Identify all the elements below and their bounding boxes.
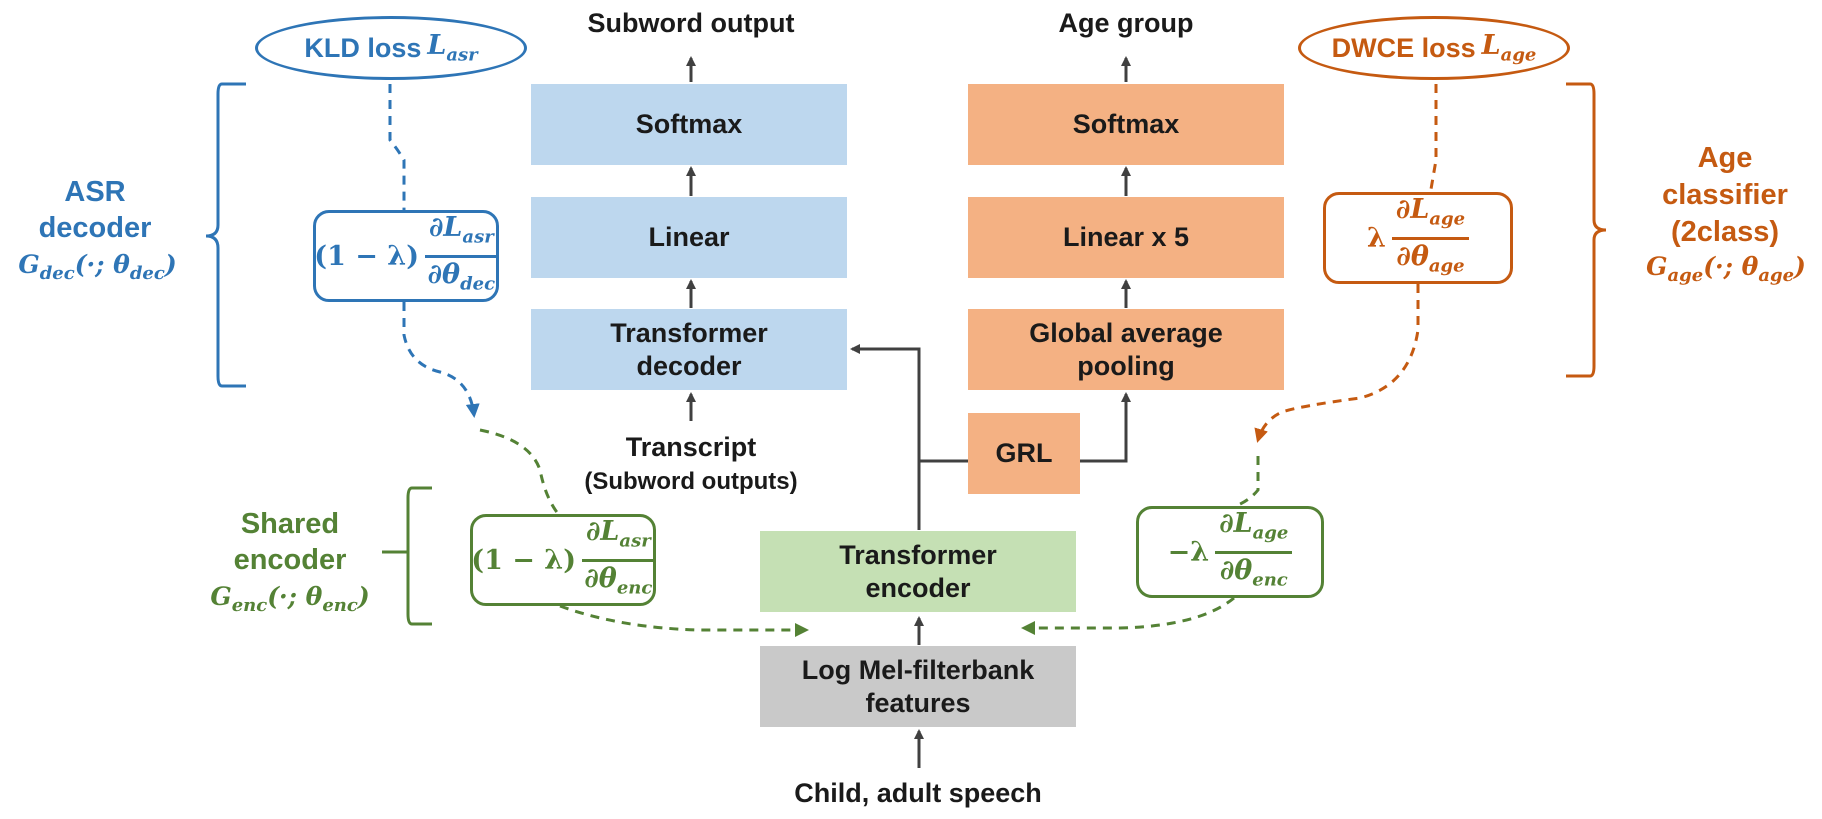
asr-decoder-title-line2: decoder (38, 212, 152, 244)
enc-asr-grad-num: ∂L (586, 516, 620, 548)
enc-grad-path-left-bottom (559, 604, 809, 637)
asr-softmax-box: Softmax (531, 84, 847, 165)
kld-loss-sub: asr (446, 44, 478, 66)
asr-decoder-bracket (205, 82, 246, 388)
age-func-G-sub: age (1667, 265, 1704, 286)
shared-encoder-title: Shared encoder (210, 506, 370, 578)
age-grad-den-sub: age (1428, 254, 1465, 276)
encoder-asr-gradient: (1 − λ) ∂Lasr ∂θenc (470, 514, 656, 606)
enc-asr-grad-den-sub: enc (616, 576, 653, 598)
age-classifier-title-line2: classifier (1662, 179, 1788, 211)
age-grad-num: ∂L (1395, 194, 1430, 226)
asr-decoder-title-line1: ASR (64, 176, 126, 208)
enc-age-grad-den: ∂θ (1219, 554, 1253, 586)
asr-func-args-sub: dec (129, 263, 165, 284)
kld-loss-symbol: L (427, 30, 447, 62)
shared-encoder-title-line2: encoder (233, 544, 347, 576)
age-func-args-sub: age (1758, 265, 1795, 286)
age-classifier-gradient: λ ∂Lage ∂θage (1323, 192, 1513, 284)
age-func-G: G (1646, 252, 1668, 281)
asr-output-label: Subword output (587, 8, 795, 38)
asr-func-close: ) (164, 250, 177, 279)
decoder-line2: decoder (636, 350, 742, 381)
age-grad-prefix: λ (1366, 222, 1386, 254)
arrow-grl-to-pool (1080, 392, 1131, 463)
asr-decoder-title: ASR decoder (20, 174, 170, 246)
kld-loss-text: KLD loss (304, 32, 422, 63)
asr-gradient-path-bottom (402, 302, 480, 418)
arrow-encoder-to-decoder (850, 344, 921, 530)
asr-decoder-function: Gdec(·; θdec) (10, 250, 185, 284)
shared-encoder-function: Genc(·; θenc) (200, 582, 380, 616)
enc-age-grad-den-sub: enc (1252, 568, 1288, 590)
age-func-args: (·; θ (1703, 252, 1759, 281)
pool-line2: pooling (1077, 350, 1175, 381)
encoder-line1: Transformer (839, 539, 997, 570)
pool-line1: Global average (1029, 317, 1223, 348)
enc-asr-grad-num-sub: asr (619, 530, 651, 552)
age-grad-num-sub: age (1429, 208, 1466, 230)
asr-func-args: (·; θ (74, 250, 130, 279)
enc-age-grad-num-sub: age (1252, 522, 1289, 544)
transformer-encoder-box: Transformer encoder (760, 531, 1076, 612)
decoder-line1: Transformer (610, 317, 768, 348)
enc-asr-grad-den: ∂θ (584, 562, 617, 594)
enc-grad-path-right-bottom (1021, 596, 1235, 635)
asr-grad-den: ∂θ (427, 258, 461, 290)
asr-grad-den-sub: dec (460, 272, 496, 294)
enc-func-G: G (210, 582, 232, 611)
asr-linear-box: Linear (531, 197, 847, 278)
age-linear-box: Linear x 5 (968, 197, 1284, 278)
age-gradient-path-bottom (1254, 284, 1420, 443)
features-line1: Log Mel-filterbank (801, 654, 1035, 685)
dwce-loss-text: DWCE loss (1331, 32, 1476, 63)
age-classifier-title-line1: Age (1697, 142, 1753, 174)
asr-grad-num: ∂L (429, 212, 463, 244)
age-gradient-path-top (1428, 84, 1438, 196)
transcript-label: Transcript (625, 432, 757, 462)
shared-encoder-bracket (382, 486, 432, 626)
dwce-loss-symbol: L (1481, 30, 1501, 62)
asr-func-G: G (18, 250, 40, 279)
enc-func-close: ) (357, 582, 370, 611)
global-average-pooling-box: Global average pooling (968, 309, 1284, 390)
age-softmax-box: Softmax (968, 84, 1284, 165)
age-func-close: ) (1794, 252, 1806, 281)
age-classifier-function: Gage(·; θage) (1636, 252, 1816, 286)
shared-encoder-title-line1: Shared (240, 508, 340, 540)
input-speech-label: Child, adult speech (794, 778, 1042, 808)
asr-func-G-sub: dec (39, 263, 75, 284)
transformer-decoder-box: Transformer decoder (531, 309, 847, 390)
enc-asr-grad-prefix: (1 − λ) (471, 544, 576, 576)
enc-grad-path-right-top (1235, 456, 1260, 508)
enc-grad-path-left-top (479, 428, 562, 517)
asr-grad-prefix: (1 − λ) (314, 240, 419, 272)
log-mel-features-box: Log Mel-filterbank features (760, 646, 1076, 727)
asr-grad-num-sub: asr (462, 226, 494, 248)
kld-loss-oval: KLD loss Lasr (255, 16, 527, 80)
encoder-line2: encoder (865, 572, 971, 603)
age-classifier-title: Age classifier (2class) (1640, 140, 1810, 251)
asr-gradient-path-top (388, 84, 406, 212)
age-classifier-bracket (1566, 82, 1607, 378)
enc-func-args: (·; θ (267, 582, 323, 611)
age-output-label: Age group (1058, 8, 1194, 38)
dwce-loss-oval: DWCE loss Lage (1298, 16, 1570, 80)
age-classifier-title-line3: (2class) (1670, 216, 1779, 248)
enc-func-G-sub: enc (231, 595, 268, 616)
enc-age-grad-num: ∂L (1219, 508, 1253, 540)
enc-func-args-sub: enc (322, 595, 358, 616)
enc-age-grad-prefix: −λ (1167, 536, 1210, 568)
asr-decoder-gradient: (1 − λ) ∂Lasr ∂θdec (313, 210, 499, 302)
features-line2: features (865, 687, 971, 718)
transcript-sublabel: (Subword outputs) (584, 468, 798, 495)
grl-box: GRL (968, 413, 1080, 494)
dwce-loss-sub: age (1500, 44, 1537, 66)
age-grad-den: ∂θ (1396, 240, 1429, 272)
encoder-age-gradient: −λ ∂Lage ∂θenc (1136, 506, 1324, 598)
